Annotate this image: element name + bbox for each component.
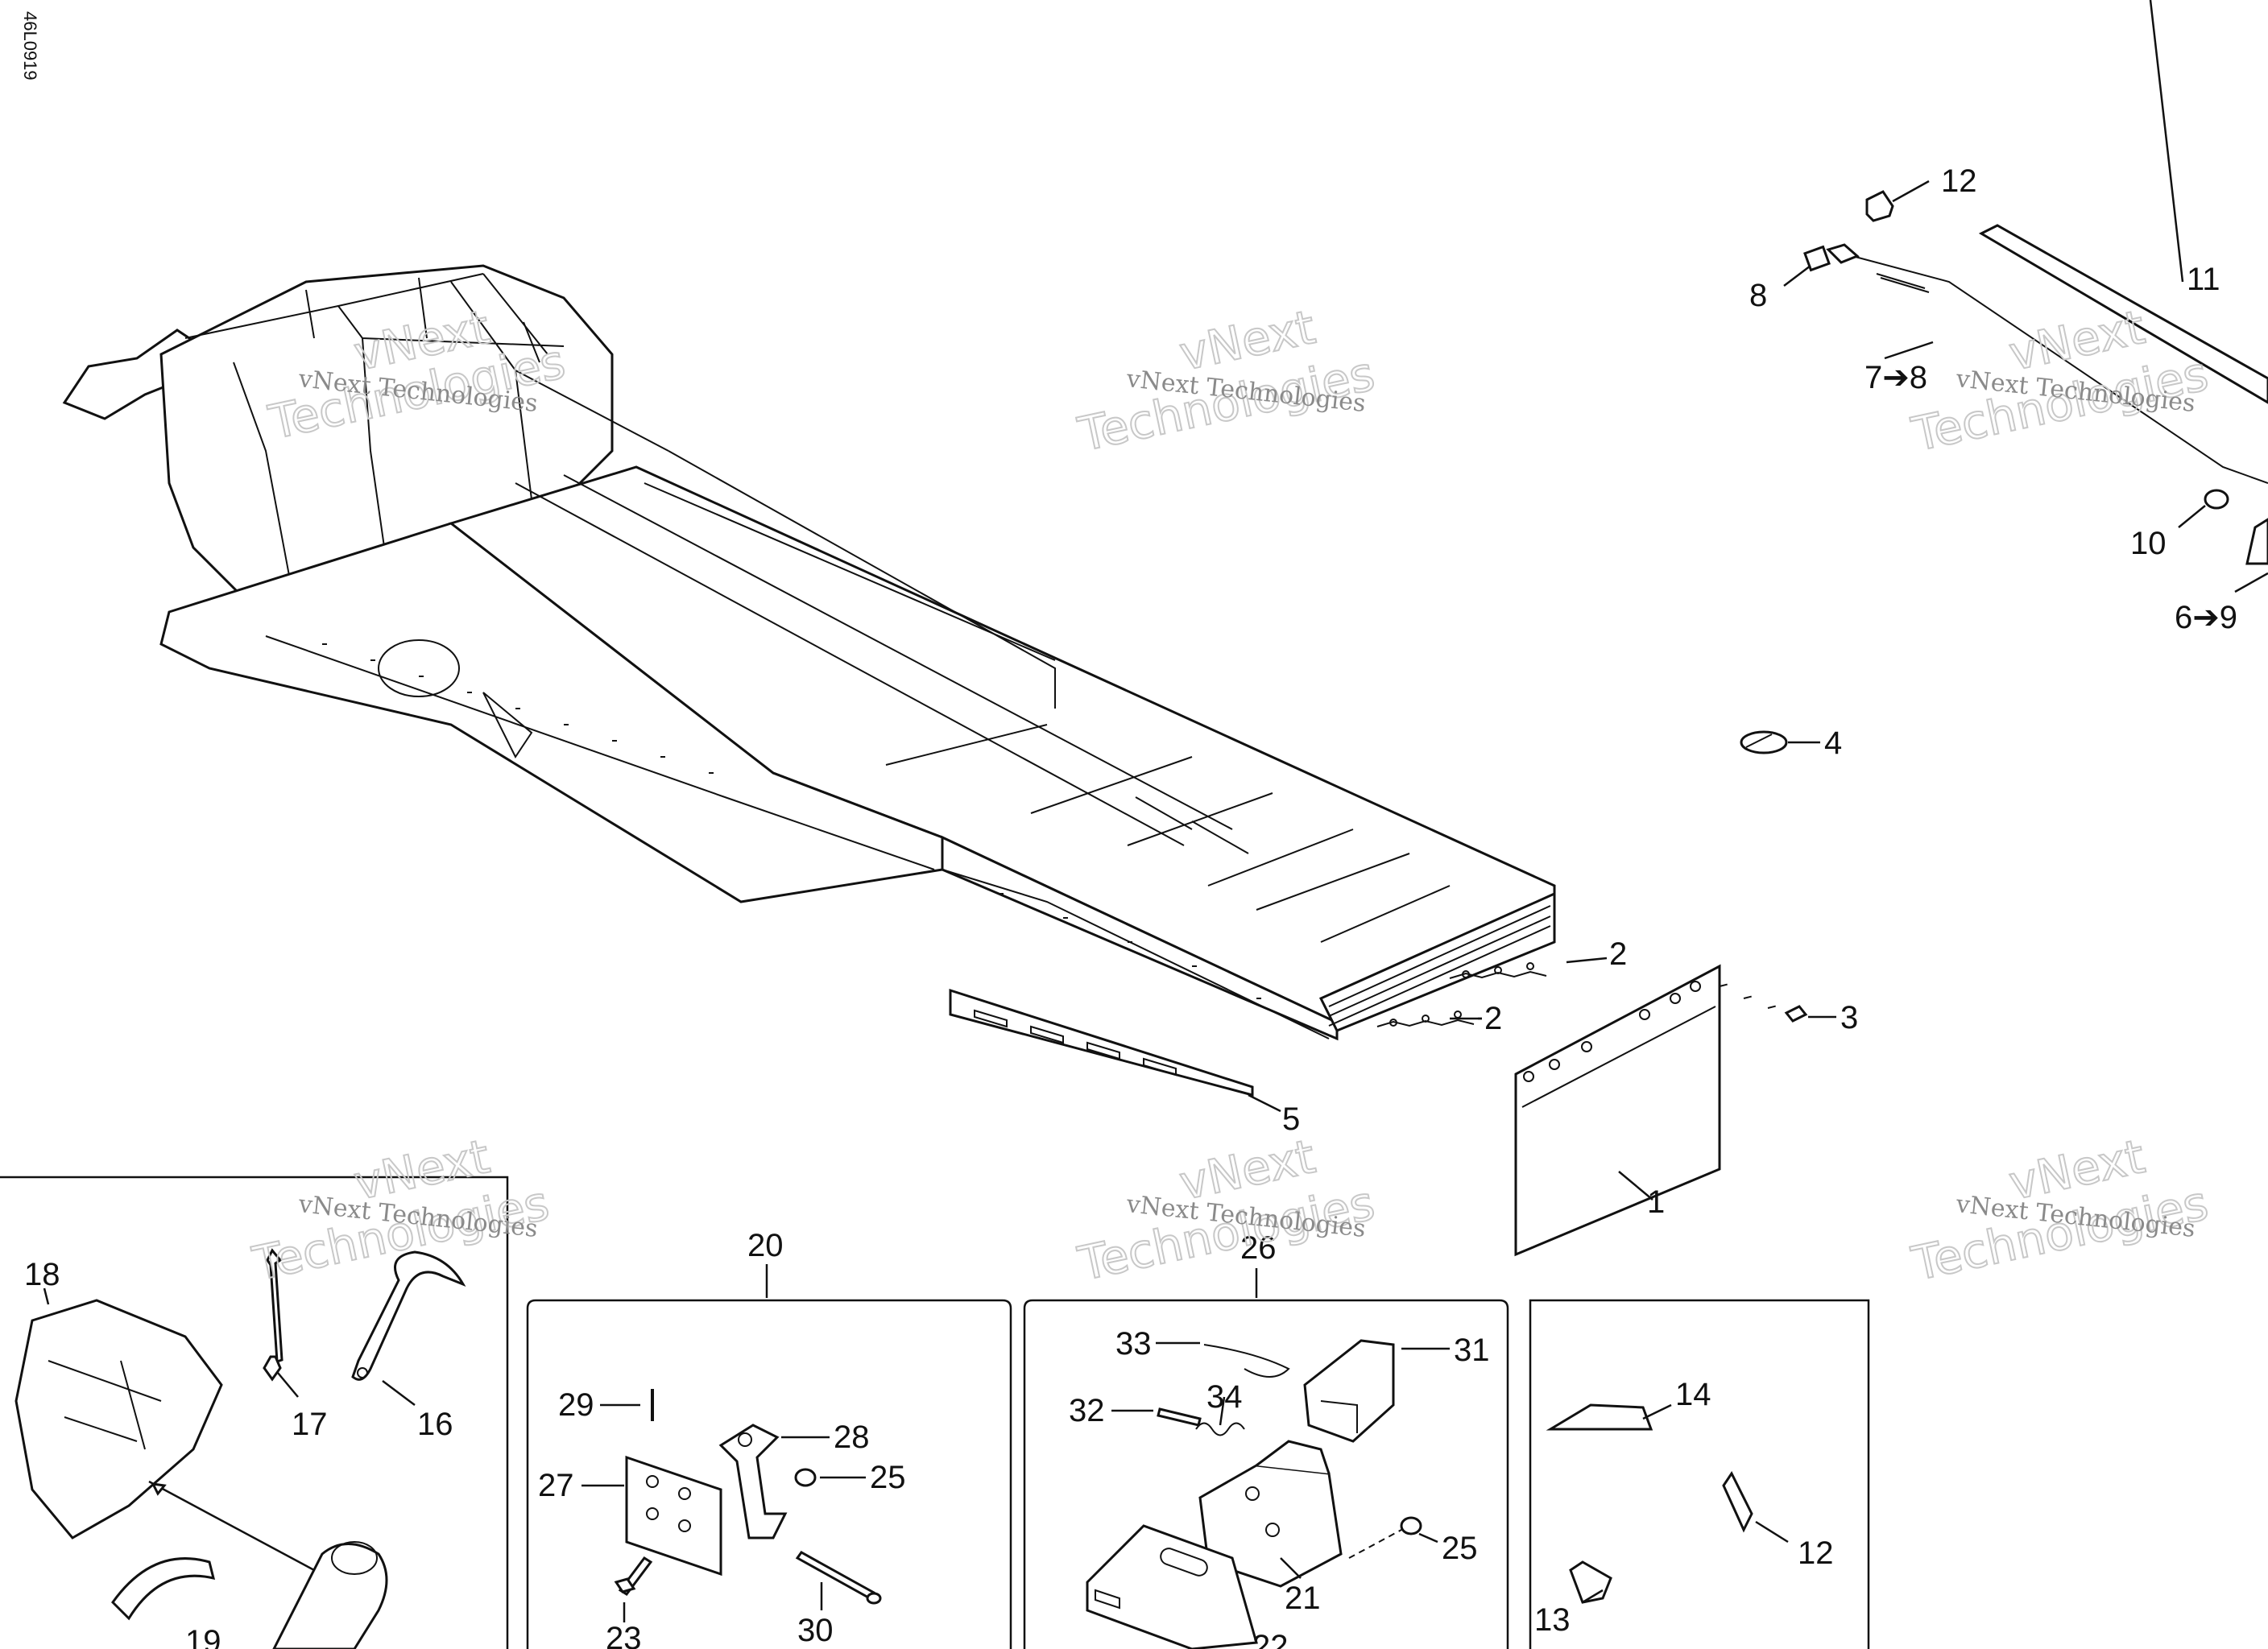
callout-11: 11 — [2187, 262, 2220, 297]
callout-33: 33 — [1115, 1326, 1152, 1362]
arrow-line — [148, 1480, 315, 1572]
callout-27: 27 — [538, 1468, 574, 1503]
part-17-wrench — [263, 1248, 299, 1398]
part-5-side-strip — [949, 988, 1281, 1113]
part-28-hitch — [718, 1424, 830, 1539]
callout-28: 28 — [834, 1420, 870, 1455]
callout-3: 3 — [1840, 1000, 1858, 1035]
callout-6-9: 6➔9 — [2175, 600, 2237, 635]
part-21-bracket — [1198, 1440, 1343, 1588]
part-27-plate — [581, 1455, 722, 1577]
callout-12-top: 12 — [1941, 163, 1977, 199]
box-20-outline — [526, 1299, 1012, 1649]
callout-20: 20 — [747, 1228, 784, 1263]
part-18-tool-bag — [14, 1287, 223, 1539]
callout-13: 13 — [1534, 1602, 1571, 1638]
callout-labels: 1 2 2 3 4 5 6➔9 7➔8 8 10 11 12 12 13 14 … — [24, 163, 2237, 1649]
part-12-decal — [1722, 1471, 1789, 1544]
part-14-decal — [1546, 1403, 1672, 1431]
part-10-grommet — [2178, 489, 2229, 528]
part-34-spring — [1195, 1396, 1245, 1436]
part-2-clip-lower — [1376, 1010, 1475, 1027]
part-32-pin — [1111, 1407, 1202, 1427]
callout-31: 31 — [1454, 1333, 1490, 1368]
box-26-outline — [1023, 1299, 1509, 1649]
watermark-2: vNext Technologies vNext Technologies — [1073, 299, 1380, 463]
callout-26: 26 — [1240, 1230, 1277, 1266]
part-1-snow-flap — [1514, 964, 1721, 1257]
drawing-code: 46L0919 — [20, 11, 40, 81]
callout-34: 34 — [1206, 1379, 1243, 1415]
callout-21: 21 — [1285, 1581, 1321, 1616]
callout-1: 1 — [1647, 1184, 1665, 1220]
part-33-clip — [1156, 1341, 1290, 1378]
part-25-nut-a — [794, 1468, 866, 1487]
part-7-wire-harness — [1826, 243, 2268, 484]
callout-25-box20: 25 — [870, 1460, 906, 1495]
part-6-taillight — [2234, 518, 2268, 593]
callout-5: 5 — [1282, 1101, 1300, 1137]
callout-23: 23 — [606, 1621, 642, 1649]
callout-30: 30 — [797, 1613, 834, 1648]
callout-10: 10 — [2130, 526, 2167, 561]
part-11-bar — [1978, 0, 2268, 404]
watermark-5: vNext Technologies vNext Technologies — [1073, 1128, 1380, 1292]
callout-25-box26: 25 — [1442, 1531, 1478, 1566]
part-31-block — [1303, 1339, 1450, 1443]
callout-29: 29 — [558, 1387, 594, 1423]
part-4-cover — [1740, 730, 1820, 754]
part-8-connector — [1783, 245, 1831, 287]
part-3-screw — [1719, 982, 1836, 1023]
callout-2-upper: 2 — [1609, 936, 1627, 972]
part-29-pin — [600, 1389, 654, 1421]
part-13-decal — [1569, 1560, 1612, 1604]
part-16-spanner — [351, 1250, 466, 1406]
part-30-bolt — [795, 1551, 882, 1610]
part-22-plate — [1086, 1524, 1258, 1649]
callout-8: 8 — [1749, 278, 1767, 313]
callout-32: 32 — [1069, 1393, 1105, 1428]
chassis-frame — [62, 264, 1556, 1041]
callout-16: 16 — [417, 1407, 453, 1442]
callout-2-lower: 2 — [1484, 1001, 1502, 1036]
part-23-screw — [614, 1556, 653, 1622]
callout-12-decal: 12 — [1798, 1535, 1834, 1571]
decals-box-outline — [1529, 1299, 1870, 1649]
part-19-strap — [111, 1557, 216, 1621]
callout-19: 19 — [185, 1624, 221, 1649]
callout-17: 17 — [292, 1407, 328, 1442]
callout-14: 14 — [1675, 1377, 1711, 1412]
callout-4: 4 — [1824, 725, 1842, 761]
part-12-clip-top — [1865, 180, 1930, 222]
watermark-6: vNext Technologies vNext Technologies — [1906, 1128, 2214, 1292]
callout-7-8: 7➔8 — [1864, 360, 1927, 395]
part-25-nut-b — [1348, 1516, 1438, 1559]
part-oil-bottle — [272, 1541, 388, 1649]
callout-18: 18 — [24, 1257, 60, 1292]
callout-22: 22 — [1252, 1629, 1289, 1649]
tools-box-outline — [0, 1176, 509, 1649]
part-2-clip-upper — [1449, 962, 1547, 979]
